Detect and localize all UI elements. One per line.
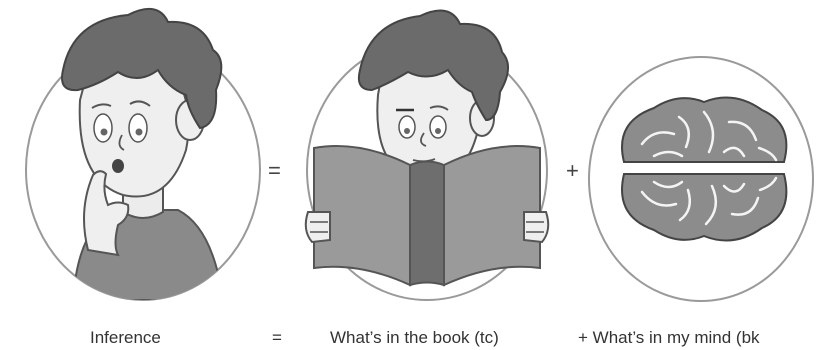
equals-sign: =	[268, 158, 281, 184]
plus-sign: +	[566, 158, 579, 184]
caption-inference: Inference	[90, 328, 161, 348]
panel-mind	[584, 52, 818, 306]
brain-icon	[584, 52, 818, 306]
thinking-boy-icon	[18, 0, 268, 305]
panel-book	[300, 0, 555, 305]
reading-boy-icon	[300, 0, 555, 305]
caption-mind: + What’s in my mind (bk	[578, 328, 760, 348]
caption-book: What’s in the book (tc)	[330, 328, 499, 348]
caption-equals: =	[272, 328, 282, 348]
panel-inference	[18, 0, 268, 305]
